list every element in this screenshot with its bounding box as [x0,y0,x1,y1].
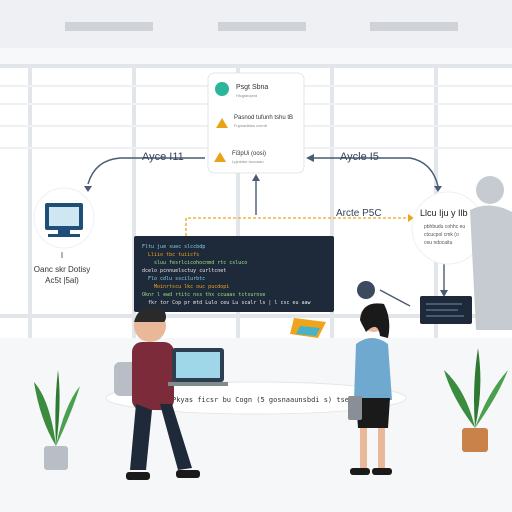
arrowhead [84,186,92,192]
code-line: dcelo pcnnuelsctuy curltcnet [142,268,226,274]
woman-torso [354,338,392,400]
gear-icon [357,281,375,299]
woman-figure [348,303,392,475]
monitor-screen [49,207,79,226]
silhouette-person [470,176,512,330]
plant-pot [44,446,68,470]
man-shoe [126,472,150,480]
flow-card-title: Pasnod tufunh tshu tB [234,115,293,121]
arrowhead [434,186,442,192]
arrowhead [440,290,448,297]
plant-left [34,370,80,470]
flow-card-3: Fi3pUi (oosi) Lpjnbdnr isccurau [214,151,266,164]
device-caption: I [61,251,63,260]
note-line: ceu ndocaitu [424,240,453,246]
code-line: sluu fesrlcicohocnmd rtc csluco [154,260,247,266]
woman-shoe [372,468,392,475]
leaf [34,382,56,446]
arrow-label-right: Aycle I5 [340,151,379,163]
device-caption: Oanc skr Dotisy [34,265,90,274]
flow-card-1: Psgt Sbna Hlcgsbopnd [215,82,268,98]
arrowhead [252,174,260,181]
woman-bag [348,396,362,420]
arrow-small [379,289,411,307]
man-shoe [176,470,200,478]
ceiling-light [370,22,458,31]
monitor-base [48,234,80,237]
woman-hair [360,303,390,338]
flow-card-2: Pasnod tufunh tshu tB Fupnadbtus ccenb [216,115,293,128]
check-circle-icon [215,82,229,96]
code-line: Fltu jue suec slccbdp [142,244,205,250]
flow-card-title: Psgt Sbna [236,84,268,91]
code-line: Moinrtscu lkc ouc pucdopi [154,284,229,290]
arrow-label-middle: Arcte P5C [336,208,382,219]
desk [105,381,407,415]
flow-cards-panel [207,72,305,174]
arrow-right [310,157,439,187]
flow-card-subtitle: Lpjnbdnr isccurau [232,159,264,164]
device-caption: Ac5t |5al) [45,276,79,285]
arrowhead [306,154,314,162]
man-torso [132,342,174,410]
arrow-label-left: Ayce I11 [142,151,184,163]
leaf [444,370,475,428]
man-figure [114,306,228,480]
code-line: Lliio tbc tuiicfs [148,252,199,258]
arrow-left [87,157,205,185]
note-line: pbhbudu cohhc eu [424,224,465,230]
laptop-screen [176,352,220,378]
leaf [56,386,80,446]
desk-text: Pkyas ficsr bu Cogn (5 gosnaaunsbdi s) t… [172,396,366,404]
user-icon [214,152,226,162]
dashed-arrow [185,217,408,236]
woman-leg [378,428,385,470]
leaf [474,348,481,428]
flag-shape [296,326,320,336]
arrowhead [408,214,414,222]
floor [0,338,512,512]
monitor-stand [58,230,70,234]
laptop-base [168,382,228,386]
leaf [55,370,60,446]
plant-right [444,348,508,452]
man-hair [134,306,166,322]
man-leg [160,404,192,470]
code-screen [134,236,334,312]
note-title: Llcu Iju y Ilb [420,208,468,218]
ceiling-light [65,22,153,31]
man-leg [130,404,152,470]
flow-card-title: Fi3pUi (oosi) [232,151,266,157]
flow-card-subtitle: Hlcgsbopnd [236,93,257,98]
note-line: ctcucpol cmk (o [424,232,459,238]
plant-pot [462,428,488,452]
woman-skirt [356,398,390,428]
woman-leg [360,428,367,470]
ceiling-light [218,22,306,31]
code-line: fkr tor Cop pr mtd Lulo ceu Lu scalr ls … [148,300,312,306]
dashboard-lines [426,303,464,317]
leaf [475,370,508,428]
code-line: Flo cdlu sscilurbtc [148,276,205,282]
woman-shoe [350,468,370,475]
code-line: Oknr l ewd rtitc nss thx ccuaas tctsurns… [142,292,265,298]
user-icon [216,118,228,128]
flow-card-subtitle: Fupnadbtus ccenb [234,123,268,128]
